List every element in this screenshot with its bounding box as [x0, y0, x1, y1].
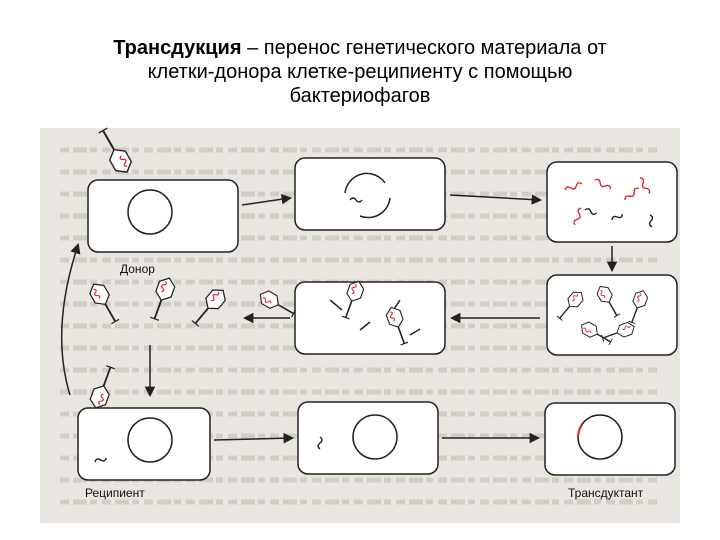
page-title: Трансдукция – перенос генетического мате… — [0, 36, 720, 108]
cell-recombination — [297, 401, 439, 475]
title-line3: бактериофагов — [289, 85, 431, 107]
cell-lysis-phages-released — [257, 279, 446, 355]
arrow-row1-b — [449, 194, 543, 205]
process-arrows — [60, 194, 618, 444]
cell-transductant — [544, 402, 676, 476]
arrow-recycle-up — [60, 243, 81, 396]
title-line2: клетки-донора клетке-реципиенту с помощь… — [147, 61, 573, 83]
label-donor: Донор — [120, 262, 155, 276]
cell-new-phages — [546, 274, 678, 356]
arrow-row3-a — [213, 432, 295, 444]
title-line1: – перенос генетического материала от — [241, 37, 607, 59]
title-term: Трансдукция — [113, 37, 242, 59]
label-recipient: Реципиент — [85, 486, 145, 500]
cell-phage-assembly — [546, 161, 678, 243]
cell-recipient — [77, 364, 211, 481]
label-transductant: Трансдуктант — [568, 486, 644, 500]
arrow-row1-a — [241, 194, 293, 206]
cell-donor-dna-fragmented — [294, 157, 446, 231]
cell-donor-infected — [87, 126, 239, 253]
